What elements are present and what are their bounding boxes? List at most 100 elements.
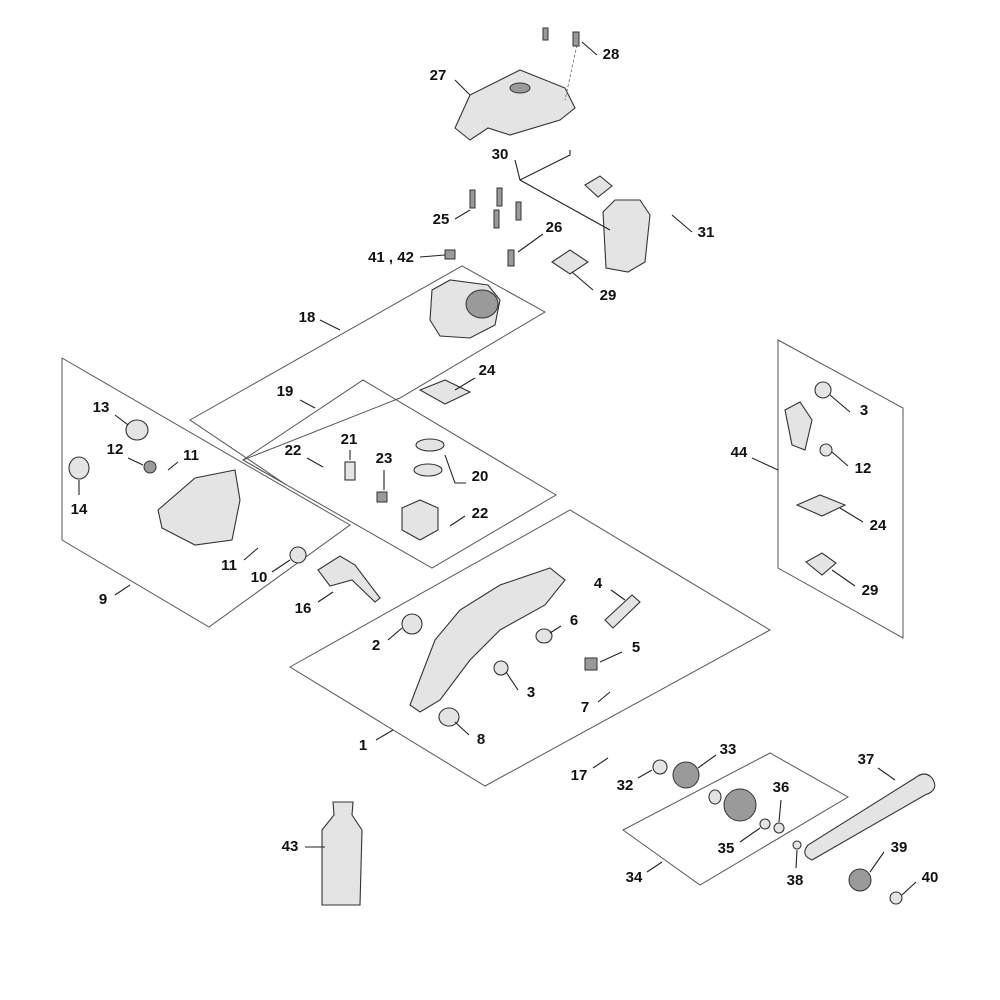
callout-11: 11 [183, 447, 199, 464]
group-44-outline [777, 339, 904, 639]
valve-41-42 [444, 249, 456, 260]
shroud-knob [509, 82, 531, 94]
callout-11b: 11 [221, 557, 237, 574]
ring-36 [773, 822, 785, 834]
callout-9: 9 [99, 591, 107, 608]
bushing-6 [535, 628, 553, 644]
grease-tube-43 [321, 801, 363, 906]
group-19-outline [242, 379, 557, 569]
callout-44: 44 [731, 444, 748, 461]
gasket-outline [784, 401, 813, 451]
bearing-2 [401, 613, 423, 635]
callout-19: 19 [277, 383, 294, 400]
callout-24: 24 [479, 362, 496, 379]
callout-22b: 22 [472, 505, 489, 522]
piston-part [401, 499, 439, 541]
callout-28: 28 [603, 46, 620, 63]
group-9-outline [61, 357, 351, 628]
washer-38 [792, 840, 802, 850]
callout-41-42: 41 , 42 [368, 249, 414, 266]
part-5 [584, 657, 598, 671]
spark-plug-26 [507, 249, 515, 267]
callout-16: 16 [295, 600, 312, 617]
drum-34 [723, 788, 757, 822]
callout-26: 26 [546, 219, 563, 236]
callout-24b: 24 [870, 517, 887, 534]
crankcase-half-9 [157, 469, 241, 546]
crankshaft-16 [317, 555, 381, 603]
callout-22: 22 [285, 442, 302, 459]
callout-2: 2 [372, 637, 380, 654]
seal-10 [289, 546, 307, 564]
clutch-33 [672, 761, 700, 789]
screw-25d [493, 209, 500, 229]
callout-6: 6 [570, 612, 578, 629]
callout-14: 14 [71, 501, 88, 518]
callout-3: 3 [527, 684, 535, 701]
cylinder-bore [465, 289, 499, 319]
screw-25 [469, 189, 476, 209]
ring-20a [415, 438, 445, 452]
callout-12b: 12 [855, 460, 872, 477]
callout-32: 32 [617, 777, 634, 794]
muffler-part [602, 199, 651, 273]
callout-5: 5 [632, 639, 640, 656]
callout-10: 10 [251, 569, 268, 586]
screw-28 [572, 31, 580, 47]
callout-23: 23 [376, 450, 393, 467]
callout-27: 27 [430, 67, 447, 84]
callout-25: 25 [433, 211, 450, 228]
nut-40 [889, 891, 903, 905]
shaft-4 [604, 594, 641, 629]
callout-33: 33 [720, 741, 737, 758]
callout-13: 13 [93, 399, 110, 416]
washer-35 [759, 818, 771, 830]
seal-8 [438, 707, 460, 727]
callout-12: 12 [107, 441, 124, 458]
screw-25c [515, 201, 522, 221]
callout-29: 29 [600, 287, 617, 304]
pin-21 [344, 461, 356, 481]
leader-lines [78, 41, 917, 896]
washer-32 [652, 759, 668, 775]
seal-14 [68, 456, 90, 480]
gasket-24 [418, 379, 472, 405]
gasket-29 [551, 249, 589, 275]
callout-43: 43 [282, 838, 299, 855]
screw-25b [496, 187, 503, 207]
callout-30: 30 [492, 146, 509, 163]
shroud-part [454, 69, 576, 141]
seal-13 [125, 419, 149, 441]
callout-38: 38 [787, 872, 804, 889]
callout-39: 39 [891, 839, 908, 856]
muffler-plate [584, 175, 613, 198]
callout-40: 40 [922, 869, 939, 886]
crankcase-1 [409, 567, 566, 713]
callout-34: 34 [626, 869, 643, 886]
callout-21: 21 [341, 431, 358, 448]
callout-29b: 29 [862, 582, 879, 599]
callout-35: 35 [718, 840, 735, 857]
callout-4: 4 [594, 575, 603, 592]
callout-1: 1 [359, 737, 367, 754]
ring-3b [814, 381, 832, 399]
callout-7: 7 [581, 699, 589, 716]
callout-18: 18 [299, 309, 316, 326]
gasket-24b [795, 494, 847, 517]
callout-37: 37 [858, 751, 875, 768]
screw-28b [542, 27, 549, 41]
ring-12b [819, 443, 833, 457]
callout-31: 31 [698, 224, 715, 241]
screw-dash [564, 44, 578, 101]
bearing-23 [376, 491, 388, 503]
belt-37 [804, 773, 936, 861]
ring-12 [143, 460, 157, 474]
callout-8: 8 [477, 731, 485, 748]
callout-3b: 3 [860, 402, 868, 419]
callout-20: 20 [472, 468, 489, 485]
callout-36: 36 [773, 779, 790, 796]
callout-17: 17 [571, 767, 588, 784]
ring-3 [493, 660, 509, 676]
